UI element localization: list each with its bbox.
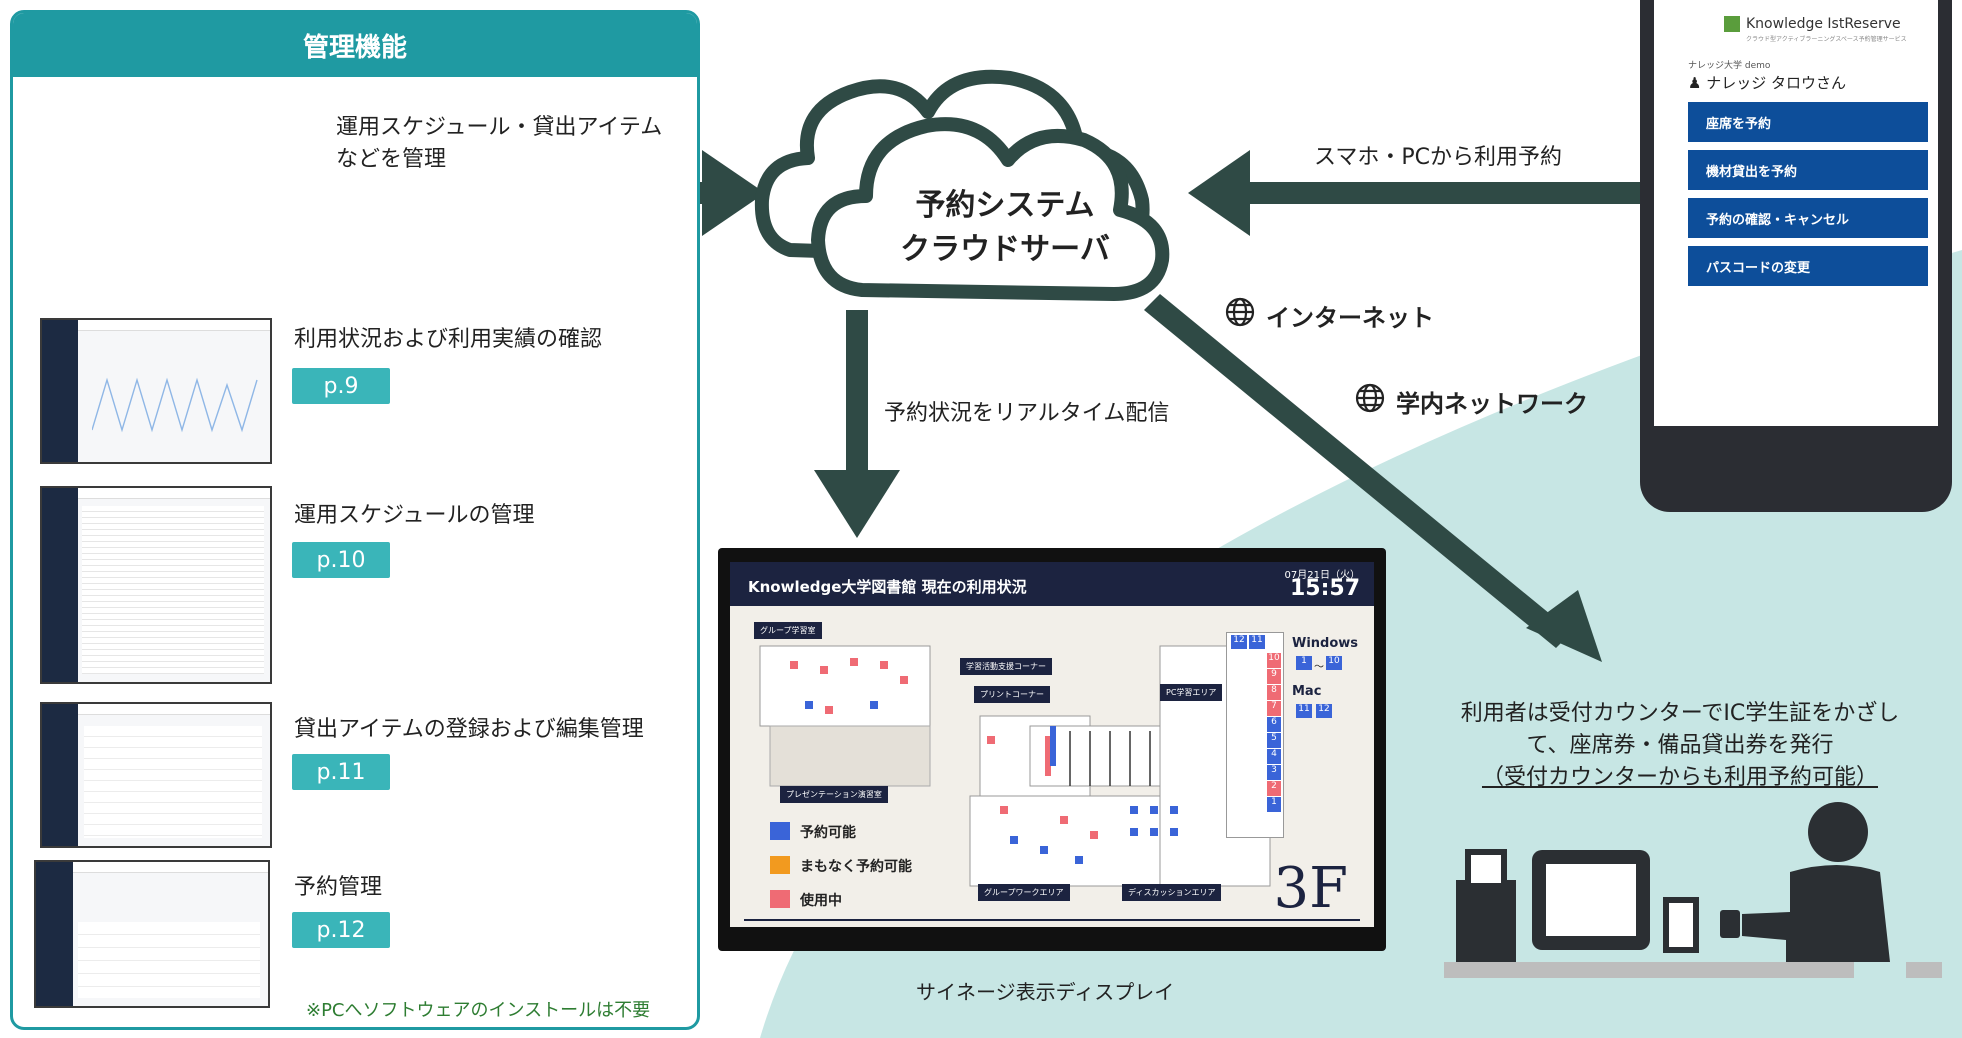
area-label: グループワークエリア (978, 884, 1070, 901)
reserve-seat-button[interactable]: 座席を予約 (1688, 102, 1928, 142)
phone-screen: Knowledge IstReserve クラウド型アクティブラーニングスペース… (1654, 0, 1938, 426)
schedule-thumbnail (40, 486, 272, 684)
area-label: プレゼンテーション演習室 (780, 786, 888, 803)
feature-label: 予約管理 (294, 875, 383, 900)
cloud-icon (754, 69, 1170, 301)
cloud-to-signage-arrow (846, 310, 868, 480)
person-icon (1808, 802, 1868, 862)
legend-swatch (770, 822, 790, 840)
page-badge[interactable]: p.9 (292, 368, 390, 404)
legend-swatch (770, 890, 790, 908)
brand-logo-icon (1724, 16, 1740, 32)
usage-stats-thumbnail (40, 318, 272, 464)
smartphone: Knowledge IstReserve クラウド型アクティブラーニングスペース… (1640, 0, 1952, 512)
globe-icon (1355, 383, 1385, 413)
page-badge[interactable]: p.11 (292, 754, 390, 790)
admin-description: 運用スケジュール・貸出アイテム などを管理 (336, 115, 663, 172)
cloud-label: 予約システム クラウドサーバ (900, 188, 1110, 267)
campus-network-label: 学内ネットワーク (1396, 390, 1588, 418)
windows-label: Windows (1292, 636, 1359, 651)
counter-description: 利用者は受付カウンターでIC学生証をかざし て、座席券・備品貸出券を発行 （受付… (1460, 701, 1900, 790)
brand-tagline: クラウド型アクティブラーニングスペース予約管理サービス (1746, 36, 1907, 43)
user-name-row: ♟ ナレッジ タロウさん (1688, 74, 1847, 92)
area-label: グループ学習室 (754, 622, 822, 639)
signage-caption: サイネージ表示ディスプレイ (916, 980, 1175, 1004)
counter-scene (1444, 802, 1942, 978)
phone-to-cloud-arrow (1235, 182, 1640, 204)
area-label: プリントコーナー (974, 686, 1050, 703)
signage-display: Knowledge大学図書館 現在の利用状況 07月21日（火） 15:57 (718, 548, 1386, 951)
signage-screen: Knowledge大学図書館 現在の利用状況 07月21日（火） 15:57 (730, 562, 1374, 927)
legend-label: 使用中 (800, 893, 842, 909)
legend-label: 予約可能 (800, 825, 856, 841)
reserve-equipment-button[interactable]: 機材貸出を予約 (1688, 150, 1928, 190)
university-name: ナレッジ大学 demo (1688, 61, 1771, 71)
pc-column: 12 11 10 9 8 7 6 5 4 3 2 1 (1226, 632, 1284, 838)
ticket-printer-icon (1456, 880, 1516, 962)
realtime-label: 予約状況をリアルタイム配信 (884, 401, 1170, 426)
brand-name: Knowledge IstReserve (1746, 16, 1901, 32)
mac-label: Mac (1292, 684, 1322, 699)
phone-arrow-label: スマホ・PCから利用予約 (1314, 145, 1562, 170)
legend-swatch (770, 856, 790, 874)
check-cancel-button[interactable]: 予約の確認・キャンセル (1688, 198, 1928, 238)
change-passcode-button[interactable]: パスコードの変更 (1688, 246, 1928, 286)
area-label: 学習活動支援コーナー (960, 658, 1052, 675)
item-management-thumbnail (40, 702, 272, 848)
legend-label: まもなく予約可能 (800, 859, 912, 875)
cloud-to-counter-arrow (1144, 294, 1572, 648)
counter-desk (1444, 962, 1854, 978)
internet-label: インターネット (1266, 304, 1434, 332)
user-icon: ♟ (1688, 74, 1702, 92)
install-note: ※PCへソフトウェアのインストールは不要 (306, 1000, 651, 1021)
pc-number-list: 10 9 8 7 6 5 4 3 2 1 (1267, 653, 1281, 835)
area-label: ディスカッションエリア (1122, 884, 1222, 901)
signage-header: Knowledge大学図書館 現在の利用状況 07月21日（火） 15:57 (730, 562, 1374, 606)
feature-label: 利用状況および利用実績の確認 (294, 327, 603, 352)
feature-label: 運用スケジュールの管理 (294, 503, 535, 528)
globe-icon (1225, 297, 1255, 327)
page-badge[interactable]: p.10 (292, 542, 390, 578)
card-reader-icon (1663, 897, 1699, 953)
page-badge[interactable]: p.12 (292, 912, 390, 948)
feature-label: 貸出アイテムの登録および編集管理 (294, 717, 644, 742)
floor-number: 3F (1273, 856, 1348, 921)
admin-panel-title: 管理機能 (13, 13, 697, 77)
reservation-thumbnail (34, 860, 270, 1008)
area-label: PC学習エリア (1160, 684, 1223, 701)
